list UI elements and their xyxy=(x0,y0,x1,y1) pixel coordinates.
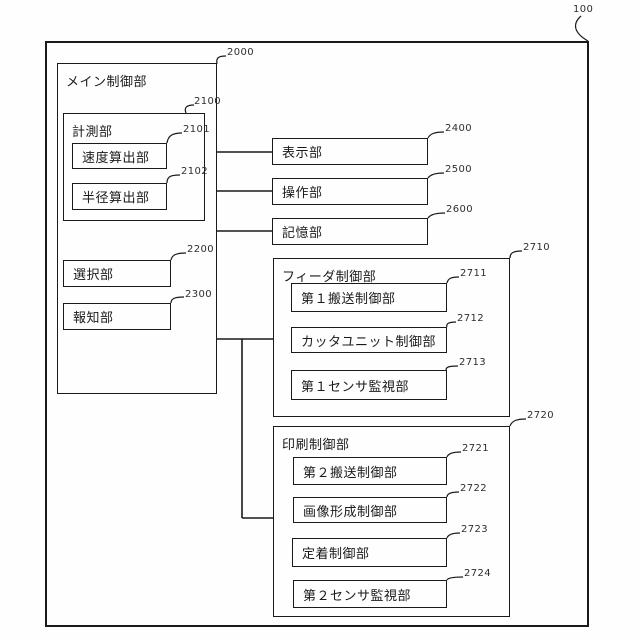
box-sensor-monitor-1: 第１センサ監視部 xyxy=(291,370,447,400)
box-fixing-control: 定着制御部 xyxy=(292,538,447,567)
leader-2500 xyxy=(427,172,445,179)
box-notification-label: 報知部 xyxy=(73,311,114,326)
leader-2300 xyxy=(170,296,185,304)
box-image-forming-control: 画像形成制御部 xyxy=(293,497,447,523)
box-cutter-unit-control: カッタユニット制御部 xyxy=(291,327,447,353)
ref-label-2000: 2000 xyxy=(227,47,255,58)
box-image-forming-control-label: 画像形成制御部 xyxy=(303,504,398,520)
ref-label-2722: 2722 xyxy=(460,483,488,494)
box-storage-label: 記憶部 xyxy=(282,226,323,241)
leader-100 xyxy=(574,15,589,42)
leader-2720 xyxy=(509,418,527,427)
box-selection-label: 選択部 xyxy=(73,268,114,283)
box-radius-calc-label: 半径算出部 xyxy=(82,191,150,206)
box-transport-control-1-label: 第１搬送制御部 xyxy=(301,292,396,307)
box-measurement: 計測部 xyxy=(63,113,205,221)
ref-label-2723: 2723 xyxy=(461,524,489,535)
ref-label-2500: 2500 xyxy=(445,164,473,175)
leader-2713 xyxy=(445,365,459,371)
leader-2723 xyxy=(446,532,461,539)
ref-label-100: 100 xyxy=(573,4,594,15)
ref-label-2400: 2400 xyxy=(445,123,473,134)
ref-label-2102: 2102 xyxy=(181,166,209,177)
box-selection: 選択部 xyxy=(63,260,171,287)
ref-label-2300: 2300 xyxy=(185,289,213,300)
box-storage: 記憶部 xyxy=(272,218,428,245)
leader-2000 xyxy=(216,55,227,65)
leader-2722 xyxy=(446,491,460,498)
box-feeder-control: フィーダ制御部 xyxy=(273,258,510,417)
leader-2712 xyxy=(446,321,457,328)
leader-2711 xyxy=(446,276,460,284)
box-feeder-control-label: フィーダ制御部 xyxy=(282,270,377,285)
ref-label-2710: 2710 xyxy=(523,242,551,253)
box-transport-control-2: 第２搬送制御部 xyxy=(293,457,447,485)
leader-2400 xyxy=(427,131,445,139)
ref-label-2200: 2200 xyxy=(187,244,215,255)
ref-label-2720: 2720 xyxy=(527,410,555,421)
ref-label-2600: 2600 xyxy=(446,204,474,215)
box-fixing-control-label: 定着制御部 xyxy=(302,547,370,562)
box-sensor-monitor-2: 第２センサ監視部 xyxy=(293,580,447,608)
box-print-control-label: 印刷制御部 xyxy=(282,438,350,453)
box-sensor-monitor-2-label: 第２センサ監視部 xyxy=(303,588,412,604)
leader-2721 xyxy=(446,451,462,458)
ref-label-2724: 2724 xyxy=(464,568,492,579)
box-speed-calc: 速度算出部 xyxy=(72,143,167,169)
box-display: 表示部 xyxy=(272,138,428,165)
ref-label-2711: 2711 xyxy=(460,268,488,279)
leader-2101 xyxy=(166,132,183,144)
box-sensor-monitor-1-label: 第１センサ監視部 xyxy=(301,379,410,395)
leader-2724 xyxy=(446,576,464,581)
leader-2200 xyxy=(170,252,187,261)
ref-label-2712: 2712 xyxy=(457,313,485,324)
box-transport-control-1: 第１搬送制御部 xyxy=(291,283,447,312)
box-radius-calc: 半径算出部 xyxy=(72,183,167,210)
leader-2710 xyxy=(509,250,523,259)
leader-2102 xyxy=(166,174,181,184)
box-device xyxy=(45,41,589,627)
box-main-control: メイン制御部 xyxy=(57,63,217,394)
leader-2600 xyxy=(427,212,446,219)
box-measurement-label: 計測部 xyxy=(72,125,113,140)
ref-label-2713: 2713 xyxy=(459,357,487,368)
box-display-label: 表示部 xyxy=(282,146,323,161)
ref-label-2100: 2100 xyxy=(194,96,222,107)
box-notification: 報知部 xyxy=(63,303,171,330)
box-transport-control-2-label: 第２搬送制御部 xyxy=(303,465,398,481)
ref-label-2721: 2721 xyxy=(462,443,490,454)
box-cutter-unit-control-label: カッタユニット制御部 xyxy=(301,334,437,350)
box-speed-calc-label: 速度算出部 xyxy=(82,150,150,166)
box-main-control-label: メイン制御部 xyxy=(66,75,148,90)
box-operation-label: 操作部 xyxy=(282,186,323,201)
leader-2100 xyxy=(184,104,195,114)
box-print-control: 印刷制御部 xyxy=(273,426,510,617)
ref-label-2101: 2101 xyxy=(183,124,211,135)
box-operation: 操作部 xyxy=(272,178,428,205)
